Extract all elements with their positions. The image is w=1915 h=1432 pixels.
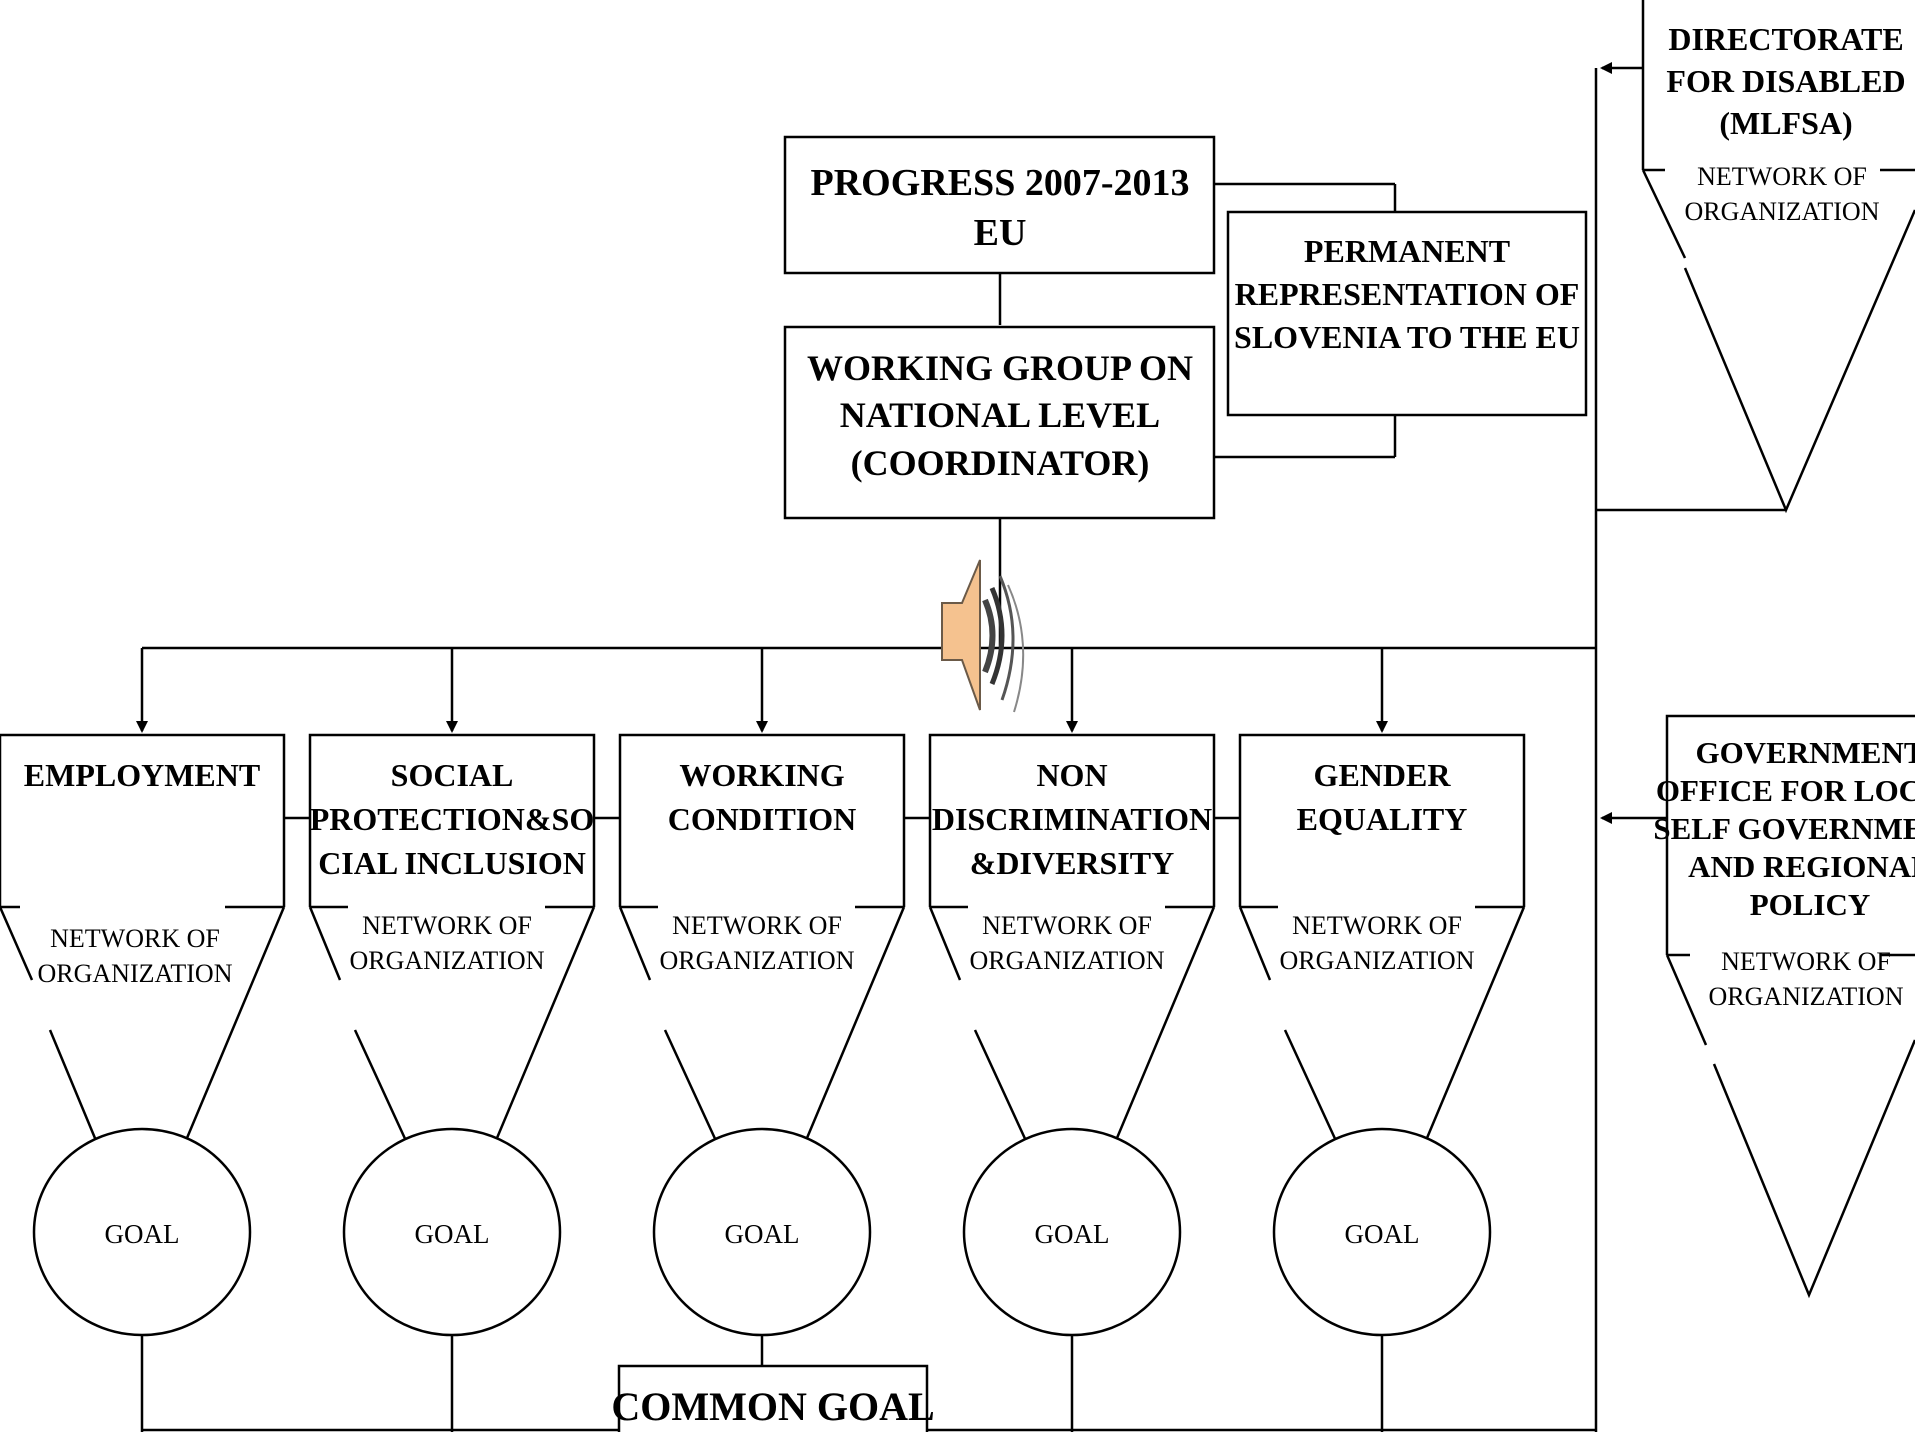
area-social-protection: SOCIAL PROTECTION&SO CIAL INCLUSION NETW… — [308, 733, 596, 1337]
working-group-line-3: (COORDINATOR) — [851, 443, 1150, 483]
directorate-network-line-2: ORGANIZATION — [1685, 197, 1880, 226]
government-line-2: OFFICE FOR LOCAL — [1656, 773, 1915, 808]
working-group-box: WORKING GROUP ON NATIONAL LEVEL (COORDIN… — [783, 325, 1216, 520]
directorate-funnel: DIRECTORATE FOR DISABLED (MLFSA) NETWORK… — [1641, 0, 1915, 514]
area-title-line: NON — [1036, 757, 1107, 793]
network-line-2: ORGANIZATION — [970, 946, 1165, 975]
goal-label: GOAL — [105, 1219, 180, 1249]
progress-line-2: EU — [974, 212, 1027, 254]
working-group-line-2: NATIONAL LEVEL — [840, 395, 1160, 435]
area-title-line: &DIVERSITY — [970, 845, 1174, 881]
permanent-line-1: PERMANENT — [1304, 233, 1510, 269]
permanent-line-3: SLOVENIA TO THE EU — [1234, 319, 1580, 355]
directorate-line-1: DIRECTORATE — [1668, 21, 1903, 57]
area-title-line: EMPLOYMENT — [24, 757, 260, 793]
progress-line-1: PROGRESS 2007-2013 — [811, 162, 1190, 204]
permanent-representation-box: PERMANENT REPRESENTATION OF SLOVENIA TO … — [1226, 210, 1588, 417]
network-line-2: ORGANIZATION — [350, 946, 545, 975]
area-title-line: CONDITION — [668, 801, 856, 837]
area-title-line: GENDER — [1314, 757, 1452, 793]
network-line-1: NETWORK OF — [672, 911, 842, 940]
government-line-5: POLICY — [1750, 887, 1871, 922]
goal-label: GOAL — [1035, 1219, 1110, 1249]
area-title-line: PROTECTION&SO — [310, 801, 594, 837]
speaker-icon[interactable] — [941, 559, 1025, 713]
area-title-line: WORKING — [679, 757, 844, 793]
area-title-line: CIAL INCLUSION — [318, 845, 586, 881]
network-line-1: NETWORK OF — [362, 911, 532, 940]
government-network-line-1: NETWORK OF — [1721, 947, 1891, 976]
connectors — [136, 62, 1785, 1432]
government-office-funnel: GOVERNMENT OFFICE FOR LOCAL SELF GOVERNM… — [1653, 714, 1915, 1299]
area-gender-equality: GENDER EQUALITY NETWORK OF ORGANIZATION … — [1238, 733, 1526, 1337]
working-group-line-1: WORKING GROUP ON — [807, 348, 1193, 388]
government-network-line-2: ORGANIZATION — [1709, 982, 1904, 1011]
network-line-2: ORGANIZATION — [1280, 946, 1475, 975]
government-line-4: AND REGIONAL — [1688, 849, 1915, 884]
area-non-discrimination: NON DISCRIMINATION &DIVERSITY NETWORK OF… — [928, 733, 1216, 1337]
common-goal-label: COMMON GOAL — [611, 1384, 934, 1429]
area-title-line: DISCRIMINATION — [932, 801, 1212, 837]
directorate-line-3: (MLFSA) — [1719, 105, 1852, 141]
area-funnels: EMPLOYMENT NETWORK OF ORGANIZATION GOAL … — [0, 733, 1526, 1337]
government-line-3: SELF GOVERNMENT — [1653, 811, 1915, 846]
government-line-1: GOVERNMENT — [1695, 735, 1915, 770]
goal-ellipse — [342, 1127, 562, 1337]
network-line-1: NETWORK OF — [982, 911, 1152, 940]
goal-ellipse — [32, 1127, 252, 1337]
goal-ellipse — [1272, 1127, 1492, 1337]
permanent-line-2: REPRESENTATION OF — [1235, 276, 1580, 312]
area-working-condition: WORKING CONDITION NETWORK OF ORGANIZATIO… — [618, 733, 906, 1337]
goal-label: GOAL — [725, 1219, 800, 1249]
network-line-2: ORGANIZATION — [660, 946, 855, 975]
area-title-line: EQUALITY — [1297, 801, 1468, 837]
goal-ellipse — [652, 1127, 872, 1337]
progress-box: PROGRESS 2007-2013 EU — [783, 135, 1216, 275]
goal-label: GOAL — [415, 1219, 490, 1249]
goal-ellipse — [962, 1127, 1182, 1337]
network-line-1: NETWORK OF — [50, 924, 220, 953]
directorate-line-2: FOR DISABLED — [1666, 63, 1905, 99]
network-line-2: ORGANIZATION — [38, 959, 233, 988]
common-goal-box: COMMON GOAL — [611, 1364, 935, 1432]
area-employment: EMPLOYMENT NETWORK OF ORGANIZATION GOAL — [0, 733, 286, 1337]
network-line-1: NETWORK OF — [1292, 911, 1462, 940]
area-title-line: SOCIAL — [391, 757, 514, 793]
directorate-network-line-1: NETWORK OF — [1697, 162, 1867, 191]
goal-label: GOAL — [1345, 1219, 1420, 1249]
